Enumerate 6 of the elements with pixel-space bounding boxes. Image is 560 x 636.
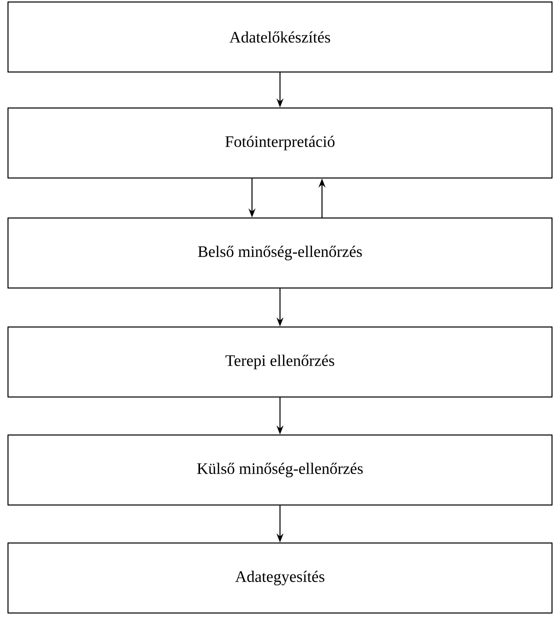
process-box: Adatelőkészítés [8, 2, 552, 72]
process-box: Terepi ellenőrzés [8, 326, 552, 398]
process-box: Fotóinterpretáció [8, 108, 552, 178]
process-box: Belső minőség-ellenőrzés [8, 218, 552, 288]
process-box: Külső minőség-ellenőrzés [8, 434, 552, 506]
process-box: Adategyesítés [8, 542, 552, 614]
